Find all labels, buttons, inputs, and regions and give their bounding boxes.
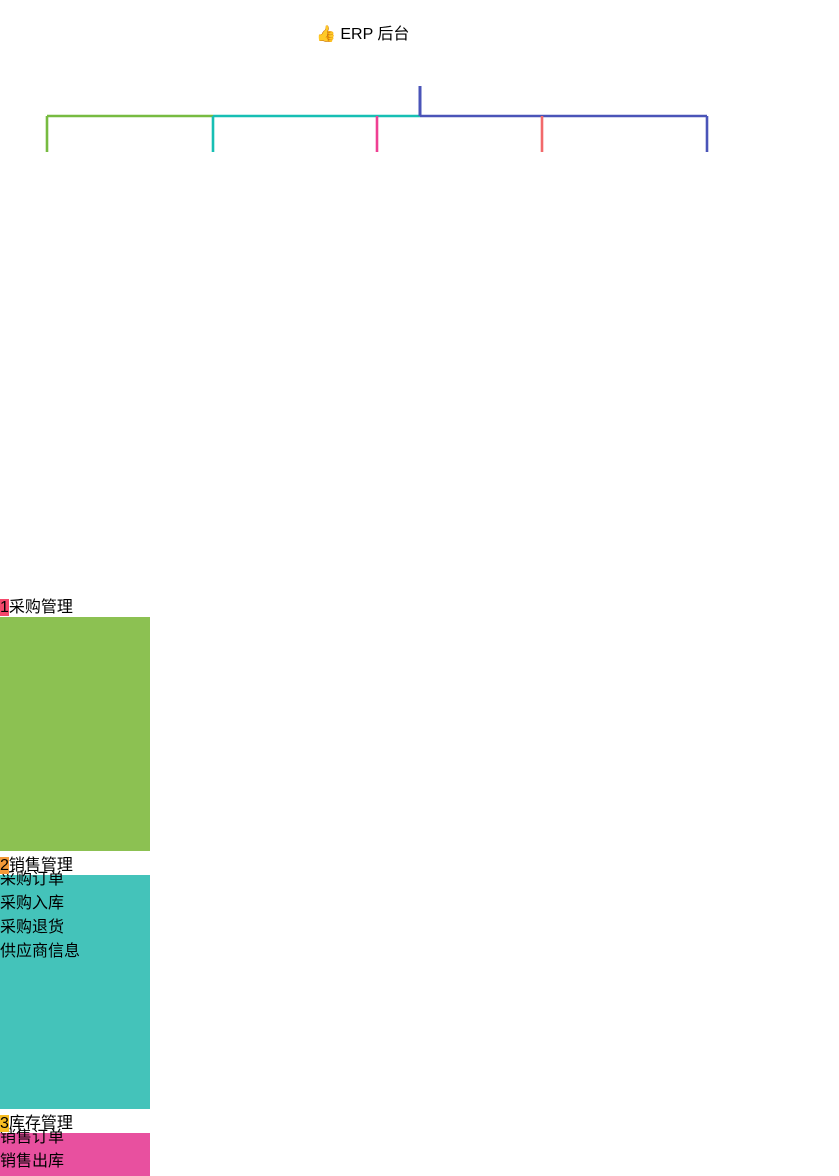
branch-rail: 采购订单采购入库采购退货供应商信息 (0, 617, 150, 960)
branch-columns: 1采购管理采购订单采购入库采购退货供应商信息2销售管理销售订单销售出库销售退货客… (0, 593, 839, 1176)
branch-item-label: 销售出库 (0, 1153, 65, 1170)
branch-item-label: 供应商信息 (0, 943, 81, 960)
branch-number-badge: 2 (0, 857, 9, 874)
branch-header-1[interactable]: 1采购管理 (0, 593, 150, 617)
branch-title: 库存管理 (8, 1115, 73, 1132)
branch-column-1: 1采购管理采购订单采购入库采购退货供应商信息 (0, 593, 150, 960)
branch-header-3[interactable]: 3库存管理 (0, 1109, 150, 1133)
branch-number-badge: 3 (0, 1115, 9, 1132)
branch-column-2: 2销售管理销售订单销售出库销售退货客户信息 (0, 851, 150, 1170)
branch-header-2[interactable]: 2销售管理 (0, 851, 150, 875)
page-title: ERP 后台 (340, 26, 410, 43)
connector-group (45, 86, 709, 152)
root-node-card[interactable]: 👍 ERP 后台 (316, 20, 524, 86)
branch-item-label: 采购退货 (0, 919, 65, 936)
branch-item-label: 采购入库 (0, 895, 65, 912)
connector-lines (45, 86, 709, 152)
branch-rail-line (0, 617, 150, 851)
branch-title: 采购管理 (8, 599, 73, 616)
branch-number-badge: 1 (0, 599, 9, 616)
root-node-inner: 👍 ERP 后台 (316, 20, 524, 44)
branch-title: 销售管理 (8, 857, 73, 874)
thumbs-up-emoji: 👍 (316, 26, 336, 43)
